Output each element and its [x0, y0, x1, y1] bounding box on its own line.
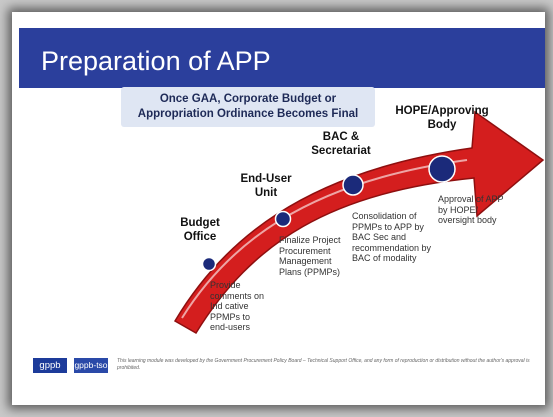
- step-dot-bac-secretariat: [342, 174, 364, 196]
- step-desc-bac-secretariat: Consolidation of PPMPs to APP by BAC Sec…: [352, 211, 432, 263]
- presentation-slide: Preparation of APP Once GAA, Corporate B…: [12, 12, 545, 405]
- gppb-tso-logo: gppb-tso: [74, 358, 108, 373]
- step-dot-hope: [428, 155, 456, 183]
- process-arrow-diagram: [173, 110, 545, 335]
- step-desc-end-user-unit: Finalize Project Procurement Management …: [279, 235, 341, 277]
- step-label-end-user-unit: End-User Unit: [240, 173, 292, 199]
- step-desc-budget-office: Provide comments on Ind cative PPMPs to …: [210, 280, 265, 332]
- step-label-hope: HOPE/Approving Body: [395, 105, 489, 131]
- condition-banner: Once GAA, Corporate Budget or Appropriat…: [121, 87, 375, 127]
- gppb-logo: gppb: [33, 358, 67, 373]
- title-bar: Preparation of APP: [19, 28, 545, 88]
- step-desc-hope: Approval of APP by HOPE/ oversight body: [438, 194, 504, 225]
- step-dot-budget-office: [201, 256, 217, 272]
- slide-title: Preparation of APP: [41, 46, 271, 76]
- step-label-bac-secretariat: BAC & Secretariat: [311, 131, 371, 157]
- step-label-budget-office: Budget Office: [180, 217, 220, 243]
- step-dot-end-user-unit: [274, 210, 292, 228]
- footer-disclaimer: This learning module was developed by th…: [117, 358, 530, 371]
